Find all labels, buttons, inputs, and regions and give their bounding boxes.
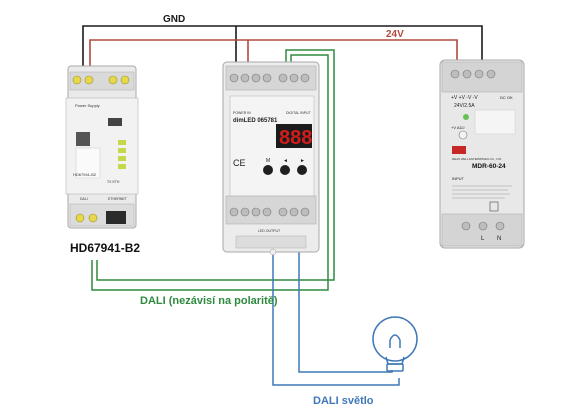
power-supply-adj-label: +V ADJ bbox=[451, 125, 464, 130]
power-supply-brand: MEAN WELL ENTERPRISES CO., LTD. bbox=[452, 157, 502, 161]
dali-module-brand: dimLED 065781 bbox=[233, 118, 278, 124]
dali-module-button-right[interactable] bbox=[297, 165, 307, 175]
gateway-ethernet-port bbox=[106, 211, 126, 224]
dali-module-display-digits: 888 bbox=[279, 127, 312, 149]
gateway-device: Power Supply HD67941-B2 TX ETH DALI ETHE… bbox=[65, 65, 139, 229]
gnd-label: GND bbox=[163, 14, 185, 25]
power-supply-terminal-n: N bbox=[497, 236, 501, 242]
power-supply-spec: 24V/2.5A bbox=[454, 103, 475, 109]
mean-well-logo-icon bbox=[452, 146, 466, 154]
gnd-wire bbox=[82, 25, 483, 72]
power-supply-model: MDR-60-24 bbox=[472, 163, 506, 170]
power-supply-spec-lines bbox=[452, 185, 512, 199]
light-bulb-icon bbox=[372, 316, 418, 372]
gateway-status-leds bbox=[118, 140, 126, 169]
dali-module-brand-small: POWER IN bbox=[233, 111, 251, 115]
dali-module-m-label: M bbox=[266, 158, 270, 164]
dali-module-display bbox=[276, 124, 312, 148]
ce-mark-icon: CE bbox=[233, 158, 246, 168]
dali-bus-label: DALI (nezávisí na polaritě) bbox=[140, 295, 278, 307]
dali-light-label: DALI světlo bbox=[313, 395, 374, 407]
gateway-caption: HD67941-B2 bbox=[70, 241, 140, 255]
power-supply-led bbox=[463, 114, 469, 120]
power-supply-bottom-screws bbox=[461, 221, 505, 231]
power-supply-input-label: INPUT bbox=[452, 176, 465, 181]
dali-bus-wire bbox=[91, 49, 335, 291]
dali-module-bottom-screws bbox=[229, 207, 310, 217]
gateway-switch bbox=[108, 118, 122, 126]
dali-module-top-text: DIGITAL INPUT bbox=[286, 111, 312, 115]
dali-module-bottom-text: LED OUTPUT bbox=[258, 229, 281, 233]
power-supply-top-terminals: +V +V -V -V bbox=[451, 95, 478, 101]
power-supply-terminal-l: L bbox=[481, 236, 485, 242]
dali-module-button-m[interactable] bbox=[263, 165, 273, 175]
dali-module-right-label: ► bbox=[300, 158, 305, 164]
power-supply: +V +V -V -V DC OK 24V/2.5A +V ADJ MEAN W… bbox=[439, 59, 525, 249]
gateway-power-label: Power Supply bbox=[75, 103, 100, 108]
dali-module: POWER IN DIGITAL INPUT dimLED 065781 888… bbox=[222, 61, 320, 256]
dali-module-button-left[interactable] bbox=[280, 165, 290, 175]
power-supply-top-screws bbox=[450, 69, 496, 79]
dali-module-buttons bbox=[263, 165, 307, 175]
gateway-top-terminals bbox=[72, 75, 130, 85]
power-supply-dc-ok: DC OK bbox=[500, 95, 513, 100]
gateway-logo-icon bbox=[76, 132, 90, 146]
v24-label: 24V bbox=[386, 29, 404, 40]
gateway-port-dali: DALI bbox=[80, 197, 88, 201]
dali-module-left-label: ◄ bbox=[283, 158, 288, 164]
recycle-bin-icon bbox=[489, 201, 499, 212]
gateway-bottom-terminals bbox=[75, 213, 98, 223]
gateway-status-text: TX ETH bbox=[107, 180, 120, 184]
gateway-sticker-label: HD67941-B2 bbox=[73, 172, 97, 177]
dali-light-wire bbox=[272, 250, 400, 386]
dali-module-top-screws bbox=[229, 73, 310, 83]
power-supply-adj-pot[interactable] bbox=[458, 130, 468, 140]
gateway-port-ethernet: ETHERNET bbox=[108, 197, 128, 201]
